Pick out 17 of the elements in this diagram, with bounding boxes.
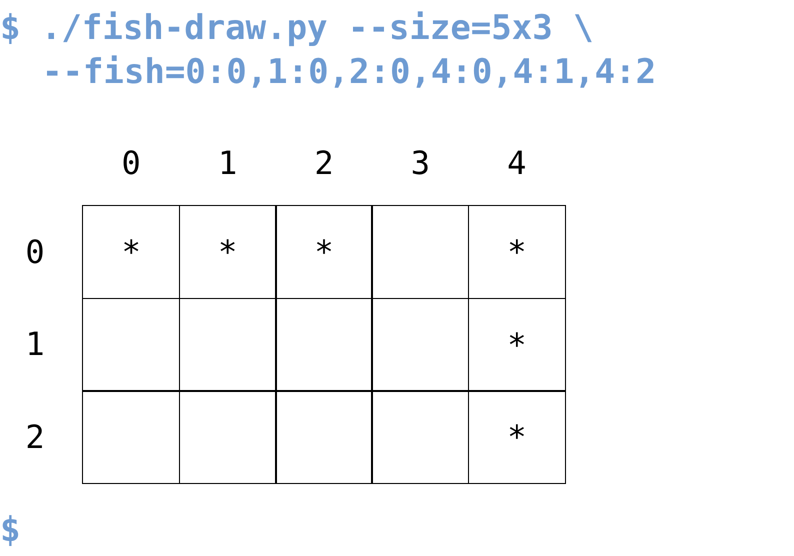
command-line: --fish=0:0,1:0,2:0,4:0,4:1,4:2 [42, 52, 656, 92]
table-cell: * [468, 298, 566, 392]
column-header: 2 [313, 143, 335, 183]
column-header: 1 [216, 143, 238, 183]
table-cell: * [82, 205, 180, 300]
row-header: 2 [24, 416, 46, 457]
column-header: 3 [410, 143, 432, 183]
column-header: 0 [120, 143, 142, 183]
table-cell: * [275, 205, 374, 300]
command-line: $ ./fish-draw.py --size=5x3 \ [0, 8, 594, 48]
column-header: 4 [506, 143, 528, 183]
row-header: 1 [24, 324, 46, 364]
row-header: 0 [24, 232, 46, 272]
shell-prompt: $ [0, 510, 20, 550]
table-cell: * [178, 205, 277, 300]
table-cell: * [468, 390, 566, 484]
table-cell: * [468, 205, 566, 300]
